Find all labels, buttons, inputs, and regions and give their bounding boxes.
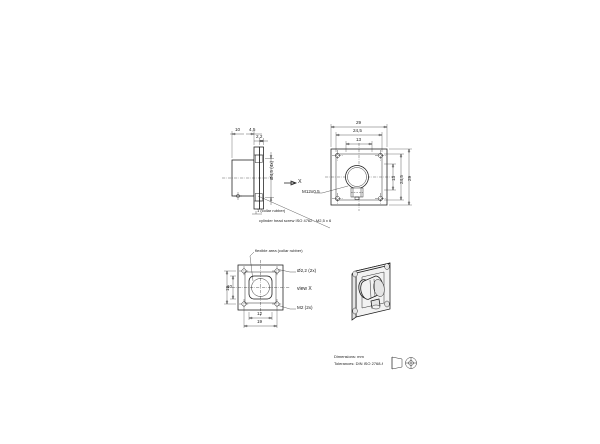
- notes-block: Dimensions: mm Tolerances: DIN ISO 2768-…: [334, 355, 383, 366]
- side-view-dimension-lines: [230, 131, 331, 229]
- annotation-m2: M2 (2x): [297, 305, 313, 310]
- viewx-dim-10: 10: [227, 284, 233, 289]
- front-dim-24-5: 24,5: [353, 128, 362, 133]
- front-view-body: [325, 143, 393, 211]
- viewx-dim-19: 19: [257, 319, 263, 324]
- annotation-flexible-area: flexible area (collar rubber): [255, 248, 303, 253]
- annotation-collar-rubber: 1 (collar rubber): [257, 208, 286, 213]
- side-dim-4-5: 4,5: [249, 127, 256, 132]
- note-dimensions: Dimensions: mm: [334, 354, 364, 359]
- view-x-dimension-lines: [224, 251, 296, 328]
- side-dim-10: 10: [235, 127, 241, 132]
- front-dim-29: 29: [356, 120, 362, 125]
- first-angle-projection-icon: [391, 356, 417, 370]
- view-x-body: [232, 260, 290, 316]
- side-dim-2-2: 2,2: [256, 134, 263, 139]
- annotation-thread-m12: M12x0.5: [302, 189, 320, 194]
- side-view-body: [222, 146, 272, 210]
- viewx-dim-12: 12: [257, 311, 263, 316]
- note-tolerances: Tolerances: DIN ISO 2768-f: [334, 361, 383, 366]
- annotation-cylinder-head-screw: cylinder head screw ISO 4762 - M2,5 x 6: [259, 218, 332, 223]
- front-dim-13: 13: [356, 137, 362, 142]
- front-view-dimension-lines: [314, 124, 412, 206]
- annotation-dia-2-2: Ø2,2 (2x): [297, 268, 317, 273]
- side-view-arrow-label: X: [298, 179, 302, 185]
- view-x-title: view X: [297, 286, 312, 292]
- iso-flange: [351, 262, 391, 321]
